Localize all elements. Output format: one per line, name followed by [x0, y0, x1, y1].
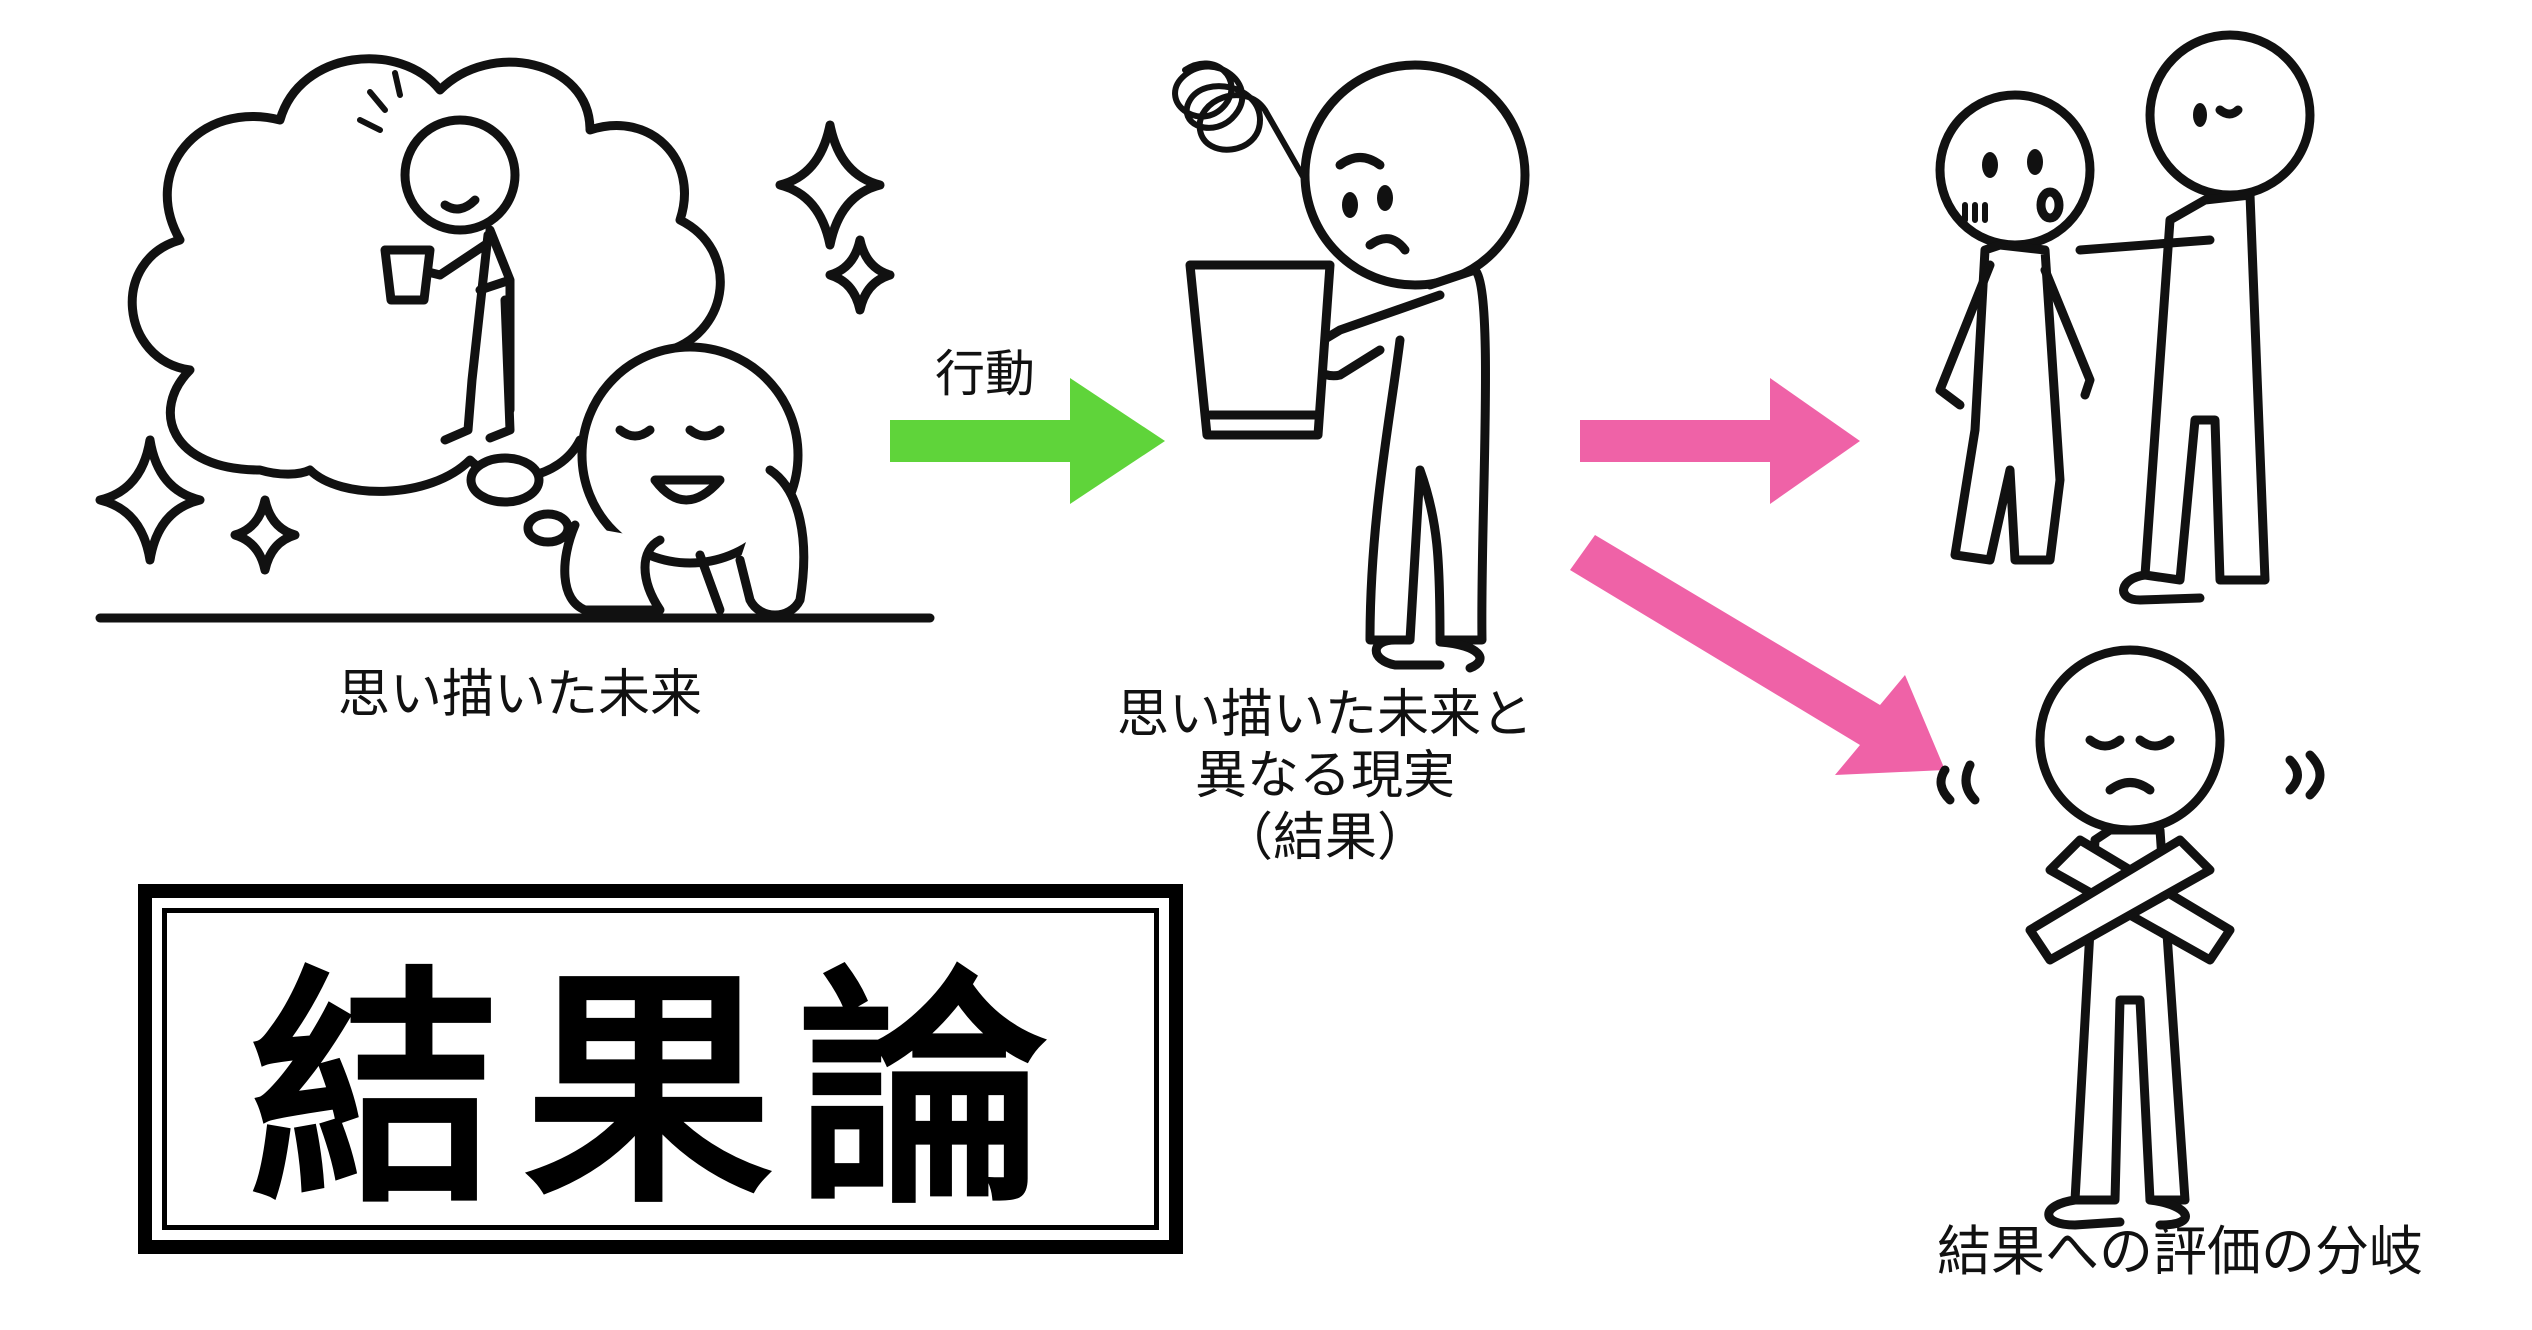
cup-icon	[380, 245, 435, 305]
displeased-person	[1936, 645, 2325, 1230]
comforting-pair	[1935, 30, 2315, 605]
cup-icon	[1185, 260, 1335, 440]
sparkle-icon	[95, 120, 895, 575]
title-box: 結果論	[138, 884, 1183, 1254]
label-result-line2: 異なる現実	[1194, 746, 1455, 807]
label-action: 行動	[935, 345, 1035, 403]
label-divergence: 結果への評価の分岐	[1937, 1220, 2423, 1283]
disappointed-person	[1300, 60, 1530, 673]
branch-arrow-upper	[1580, 378, 1860, 504]
daydreaming-person	[560, 342, 809, 620]
label-result: 思い描いた未来と 異なる現実 （結果）	[1115, 685, 1535, 869]
label-imagined-future: 思い描いた未来	[337, 665, 702, 725]
page-title: 結果論	[249, 946, 1072, 1237]
branch-arrow-lower	[1570, 535, 1945, 775]
label-result-line1: 思い描いた未来と	[1116, 685, 1533, 745]
scribble-icon	[1172, 60, 1308, 183]
label-result-line3: （結果）	[1220, 807, 1429, 868]
action-arrow	[890, 378, 1165, 504]
